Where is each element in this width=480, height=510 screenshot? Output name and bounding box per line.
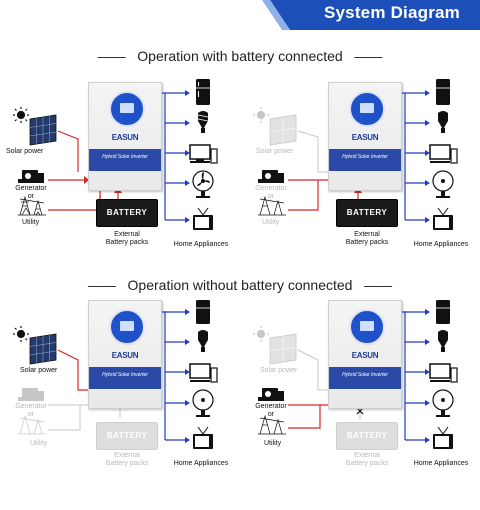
generator-icon — [18, 388, 44, 401]
generator-icon — [18, 170, 44, 183]
generator-icon — [258, 388, 284, 401]
battery-pack: BATTERY — [96, 199, 158, 227]
television-icon — [193, 207, 213, 230]
label-utility: Utility — [264, 440, 282, 447]
utility-pylon-icon — [18, 195, 46, 216]
generator-icon — [258, 170, 284, 183]
label-utility: Utility — [30, 440, 48, 447]
label-solar-power: Solar power — [260, 367, 298, 374]
label-solar-power: Solar power — [256, 148, 294, 155]
light-bulb-icon — [438, 330, 448, 352]
sun-icon — [253, 107, 269, 123]
inverter: EASUN Hybrid Solar Inverter — [328, 82, 402, 191]
refrigerator-icon — [436, 79, 450, 105]
label-home-appliances: Home Appliances — [413, 460, 469, 467]
refrigerator-icon — [196, 300, 210, 324]
fan-icon — [192, 389, 214, 417]
sun-icon — [13, 107, 29, 123]
television-icon — [433, 426, 453, 449]
battery-pack: BATTERY — [96, 422, 158, 450]
label-solar-power: Solar power — [6, 148, 44, 155]
solar-panel-icon — [269, 333, 297, 365]
inverter-display — [109, 91, 145, 127]
diagram-panel-4: EASUN Hybrid Solar Inverter BATTERY Sola… — [240, 300, 480, 510]
section-title-with-battery: —— Operation with battery connected —— — [97, 48, 383, 64]
label-home-appliances: Home Appliances — [173, 460, 229, 467]
label-utility: Utility — [22, 219, 40, 226]
inverter: EASUN Hybrid Solar Inverter — [88, 82, 162, 191]
inverter-model: Hybrid Solar Inverter — [102, 154, 148, 160]
battery-pack: BATTERY — [336, 422, 398, 450]
television-icon — [193, 426, 213, 449]
computer-icon — [189, 363, 218, 383]
fan-icon — [432, 389, 454, 417]
inverter: EASUN Hybrid Solar Inverter — [88, 300, 162, 409]
light-bulb-icon — [197, 111, 209, 133]
label-home-appliances: Home Appliances — [173, 241, 229, 248]
inverter: EASUN Hybrid Solar Inverter — [328, 300, 402, 409]
computer-icon — [429, 363, 458, 383]
computer-icon — [429, 144, 458, 164]
diagram-panel-3: EASUN Hybrid Solar Inverter BATTERY Sola… — [0, 300, 240, 510]
refrigerator-icon — [196, 79, 210, 105]
solar-panel-icon — [29, 114, 57, 146]
diagram-panel-1: EASUN Hybrid Solar Inverter BATTERY Sola… — [0, 75, 240, 285]
television-icon — [433, 207, 453, 230]
light-bulb-icon — [438, 111, 448, 133]
label-home-appliances: Home Appliances — [413, 241, 469, 248]
utility-pylon-icon — [18, 414, 46, 435]
refrigerator-icon — [436, 300, 450, 324]
battery-pack: BATTERY — [336, 199, 398, 227]
solar-panel-icon — [269, 114, 297, 146]
diagram-panel-2: EASUN Hybrid Solar Inverter BATTERY Sola… — [240, 75, 480, 285]
header-title: System Diagram — [323, 3, 460, 22]
sun-icon — [13, 326, 29, 342]
solar-panel-icon — [29, 333, 57, 365]
light-bulb-icon — [198, 330, 208, 352]
utility-pylon-icon — [258, 414, 286, 435]
inverter-brand: EASUN — [111, 133, 139, 142]
fan-icon — [432, 170, 454, 198]
computer-icon — [189, 144, 218, 164]
label-solar-power: Solar power — [20, 367, 58, 374]
fan-icon — [192, 170, 214, 198]
utility-pylon-icon — [258, 195, 286, 216]
header-banner — [262, 0, 480, 30]
section-title-without-battery: —— Operation without battery connected —… — [87, 277, 393, 293]
label-utility: Utility — [262, 219, 280, 226]
sun-icon — [253, 326, 269, 342]
